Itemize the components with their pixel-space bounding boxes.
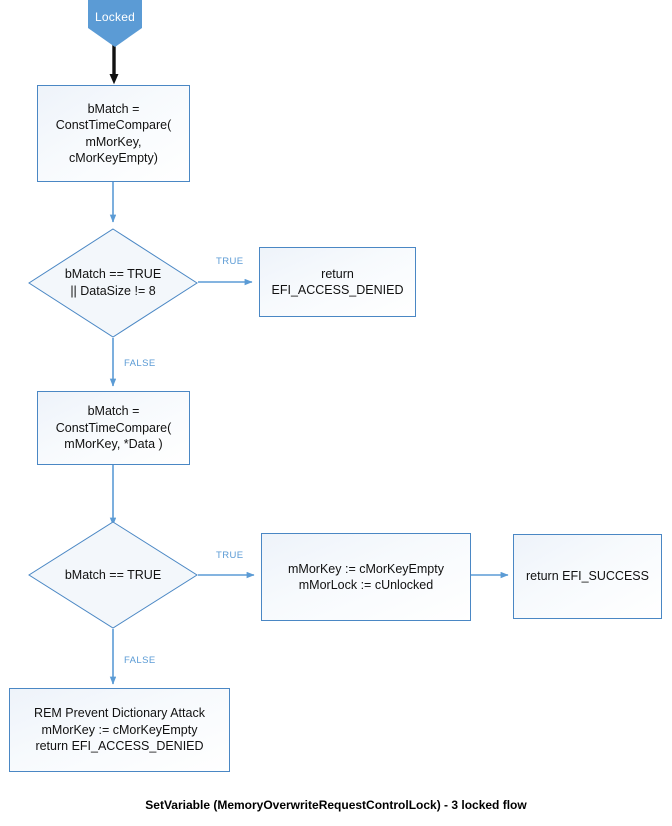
start-node-label: Locked — [95, 9, 135, 24]
diagram-caption: SetVariable (MemoryOverwriteRequestContr… — [145, 798, 527, 812]
diamond-shape-icon — [28, 521, 198, 629]
process-prevent-dictionary-attack-label: REM Prevent Dictionary Attack mMorKey :=… — [34, 706, 205, 754]
edge-label-decision2-false: FALSE — [124, 655, 156, 666]
start-node-locked[interactable]: Locked — [88, 0, 142, 47]
process-return-access-denied[interactable]: return EFI_ACCESS_DENIED — [259, 247, 416, 317]
process-return-success-label: return EFI_SUCCESS — [526, 569, 649, 584]
process-prevent-dictionary-attack[interactable]: REM Prevent Dictionary Attack mMorKey :=… — [9, 688, 230, 772]
edge-label-decision1-false: FALSE — [124, 358, 156, 369]
pentagon-down-icon — [88, 0, 142, 47]
process-return-access-denied-label: return EFI_ACCESS_DENIED — [271, 266, 404, 298]
process-const-time-compare-data-label: bMatch = ConstTimeCompare( mMorKey, *Dat… — [55, 404, 172, 452]
process-const-time-compare-data[interactable]: bMatch = ConstTimeCompare( mMorKey, *Dat… — [37, 391, 190, 465]
decision-bmatch-true[interactable]: bMatch == TRUE — [28, 521, 198, 629]
decision-bmatch-true-label: bMatch == TRUE — [64, 567, 162, 582]
process-const-time-compare-empty-label: bMatch = ConstTimeCompare( mMorKey, cMor… — [55, 101, 172, 166]
diamond-shape-icon — [28, 228, 198, 338]
process-return-success[interactable]: return EFI_SUCCESS — [513, 534, 662, 619]
edge-label-decision2-true: TRUE — [216, 550, 244, 561]
decision-bmatch-or-datasize[interactable]: bMatch == TRUE || DataSize != 8 — [28, 228, 198, 338]
edge-label-decision1-true: TRUE — [216, 256, 244, 267]
process-const-time-compare-empty[interactable]: bMatch = ConstTimeCompare( mMorKey, cMor… — [37, 85, 190, 182]
decision-bmatch-or-datasize-label: bMatch == TRUE || DataSize != 8 — [64, 267, 162, 298]
process-unlock-mor-label: mMorKey := cMorKeyEmpty mMorLock := cUnl… — [288, 561, 444, 593]
process-unlock-mor[interactable]: mMorKey := cMorKeyEmpty mMorLock := cUnl… — [261, 533, 471, 621]
